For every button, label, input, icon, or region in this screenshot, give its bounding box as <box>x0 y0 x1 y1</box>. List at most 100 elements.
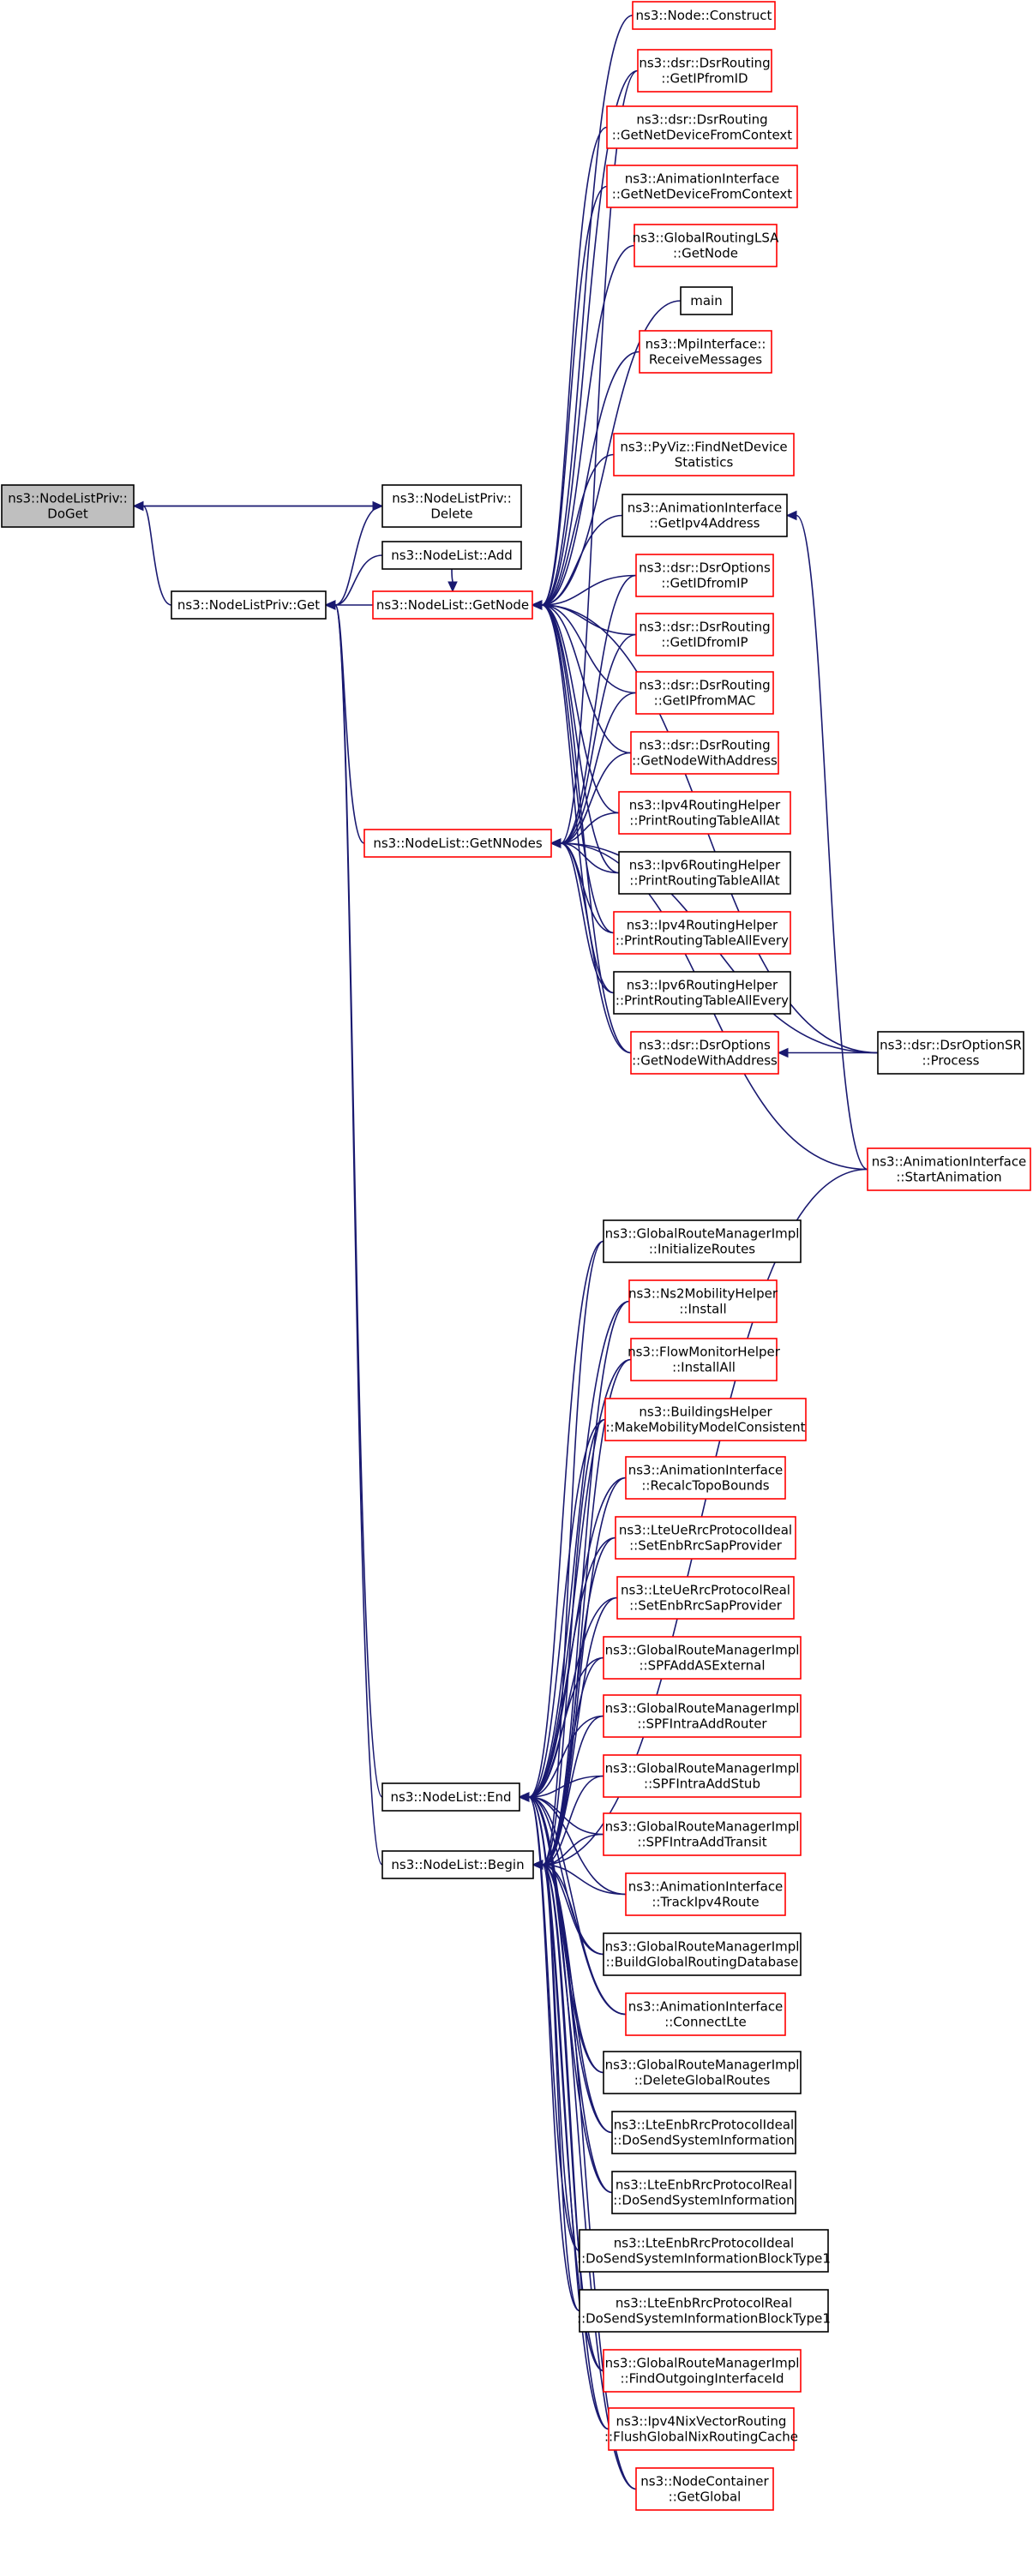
node-initroutes[interactable]: ns3::GlobalRouteManagerImpl::InitializeR… <box>603 1219 802 1263</box>
node-spfaddas[interactable]: ns3::GlobalRouteManagerImpl::SPFAddASExt… <box>603 1636 802 1680</box>
node-end[interactable]: ns3::NodeList::End <box>381 1782 520 1812</box>
node-ipv6_printevery[interactable]: ns3::Ipv6RoutingHelper::PrintRoutingTabl… <box>613 971 791 1015</box>
node-ue_real[interactable]: ns3::LteUeRrcProtocolReal::SetEnbRrcSapP… <box>616 1576 795 1620</box>
node-doget[interactable]: ns3::NodeListPriv::DoGet <box>1 484 135 528</box>
node-box-end[interactable] <box>381 1782 520 1812</box>
node-trackipv4[interactable]: ns3::AnimationInterface::TrackIpv4Route <box>625 1872 786 1916</box>
node-dsroptionsr[interactable]: ns3::dsr::DsrOptionSR::Process <box>877 1031 1024 1075</box>
node-getipfrommac[interactable]: ns3::dsr::DsrRouting::GetIPfromMAC <box>635 671 774 715</box>
node-connectlte[interactable]: ns3::AnimationInterface::ConnectLte <box>625 1992 786 2036</box>
node-enb_real_dosend[interactable]: ns3::LteEnbRrcProtocolReal::DoSendSystem… <box>611 2171 796 2214</box>
node-globalroutinglsa[interactable]: ns3::GlobalRoutingLSA::GetNode <box>633 224 779 267</box>
node-recalctopo[interactable]: ns3::AnimationInterface::RecalcTopoBound… <box>625 1456 786 1500</box>
node-getnnodes[interactable]: ns3::NodeList::GetNNodes <box>363 829 552 858</box>
node-box-ipv6_printevery[interactable] <box>613 971 791 1015</box>
node-box-spfintrastub[interactable] <box>603 1754 802 1798</box>
node-box-getnetdev_dsr[interactable] <box>606 105 798 149</box>
node-getnetdev_dsr[interactable]: ns3::dsr::DsrRouting::GetNetDeviceFromCo… <box>606 105 798 149</box>
node-opt_getnodewithaddr[interactable]: ns3::dsr::DsrOptions::GetNodeWithAddress <box>630 1031 779 1075</box>
node-begin[interactable]: ns3::NodeList::Begin <box>381 1850 534 1879</box>
node-box-enb_real_block[interactable] <box>579 2289 829 2333</box>
node-buildglobal[interactable]: ns3::GlobalRouteManagerImpl::BuildGlobal… <box>603 1932 802 1976</box>
node-ipv6_printall[interactable]: ns3::Ipv6RoutingHelper::PrintRoutingTabl… <box>618 851 791 895</box>
node-box-initroutes[interactable] <box>603 1219 802 1263</box>
node-box-getnnodes[interactable] <box>363 829 552 858</box>
node-box-ipv4_printevery[interactable] <box>613 911 791 955</box>
node-box-buildglobal[interactable] <box>603 1932 802 1976</box>
node-enb_real_block[interactable]: ns3::LteEnbRrcProtocolReal::DoSendSystem… <box>577 2289 831 2333</box>
node-box-ue_real[interactable] <box>616 1576 795 1620</box>
node-delete[interactable]: ns3::NodeListPriv::Delete <box>381 484 522 528</box>
node-box-deleteglobal[interactable] <box>603 2051 802 2094</box>
node-box-add[interactable] <box>381 541 522 570</box>
node-getnode[interactable]: ns3::NodeList::GetNode <box>372 590 533 620</box>
node-findoutgoing[interactable]: ns3::GlobalRouteManagerImpl::FindOutgoin… <box>603 2349 802 2393</box>
node-box-main[interactable] <box>680 286 733 315</box>
node-box-spfaddas[interactable] <box>603 1636 802 1680</box>
node-box-recalctopo[interactable] <box>625 1456 786 1500</box>
node-getipv4address[interactable]: ns3::AnimationInterface::GetIpv4Address <box>622 494 788 537</box>
node-box-rt_getidfromip[interactable] <box>635 613 774 656</box>
node-box-flowinstallall[interactable] <box>630 1338 778 1381</box>
node-box-globalroutinglsa[interactable] <box>634 224 778 267</box>
node-flowinstallall[interactable]: ns3::FlowMonitorHelper::InstallAll <box>628 1338 781 1381</box>
node-spfintrarouter[interactable]: ns3::GlobalRouteManagerImpl::SPFIntraAdd… <box>603 1694 802 1738</box>
node-getipfromid[interactable]: ns3::dsr::DsrRouting::GetIPfromID <box>637 49 772 93</box>
node-box-ipv6_printall[interactable] <box>618 851 791 895</box>
node-box-ns2install[interactable] <box>628 1279 778 1323</box>
node-getglobal[interactable]: ns3::NodeContainer::GetGlobal <box>635 2467 774 2511</box>
node-box-begin[interactable] <box>381 1850 534 1879</box>
node-box-rt_getnodewithaddr[interactable] <box>630 731 779 775</box>
node-box-getipv4address[interactable] <box>622 494 788 537</box>
node-box-enb_ideal_block[interactable] <box>579 2229 829 2273</box>
node-box-dsroptionsr[interactable] <box>877 1031 1024 1075</box>
node-box-spfintratransit[interactable] <box>603 1812 802 1856</box>
node-box-construct[interactable] <box>632 1 776 30</box>
node-ns2install[interactable]: ns3::Ns2MobilityHelper::Install <box>628 1279 778 1323</box>
node-box-delete[interactable] <box>381 484 522 528</box>
node-box-enb_real_dosend[interactable] <box>611 2171 796 2214</box>
node-opt_getidfromip[interactable]: ns3::dsr::DsrOptions::GetIDfromIP <box>635 554 774 597</box>
node-box-doget[interactable] <box>1 484 135 528</box>
node-rt_getidfromip[interactable]: ns3::dsr::DsrRouting::GetIDfromIP <box>635 613 774 656</box>
node-box-priv_get[interactable] <box>171 590 327 620</box>
node-enb_ideal_dosend[interactable]: ns3::LteEnbRrcProtocolIdeal::DoSendSyste… <box>611 2111 796 2154</box>
node-main[interactable]: main <box>680 286 733 315</box>
node-box-ue_ideal[interactable] <box>615 1516 796 1560</box>
node-buildingshelper[interactable]: ns3::BuildingsHelper::MakeMobilityModelC… <box>604 1398 807 1441</box>
node-rt_getnodewithaddr[interactable]: ns3::dsr::DsrRouting::GetNodeWithAddress <box>630 731 779 775</box>
node-spfintratransit[interactable]: ns3::GlobalRouteManagerImpl::SPFIntraAdd… <box>603 1812 802 1856</box>
node-getnetdev_anim[interactable]: ns3::AnimationInterface::GetNetDeviceFro… <box>606 165 798 208</box>
node-startanimation[interactable]: ns3::AnimationInterface::StartAnimation <box>867 1147 1031 1191</box>
node-box-opt_getnodewithaddr[interactable] <box>630 1031 779 1075</box>
node-ue_ideal[interactable]: ns3::LteUeRrcProtocolIdeal::SetEnbRrcSap… <box>615 1516 796 1560</box>
node-box-getipfromid[interactable] <box>637 49 772 93</box>
node-ipv4_printall[interactable]: ns3::Ipv4RoutingHelper::PrintRoutingTabl… <box>618 791 791 835</box>
node-box-connectlte[interactable] <box>625 1992 786 2036</box>
node-box-enb_ideal_dosend[interactable] <box>611 2111 796 2154</box>
node-deleteglobal[interactable]: ns3::GlobalRouteManagerImpl::DeleteGloba… <box>603 2051 802 2094</box>
node-box-startanimation[interactable] <box>867 1147 1031 1191</box>
node-box-flushnix[interactable] <box>608 2407 795 2451</box>
node-flushnix[interactable]: ns3::Ipv4NixVectorRouting::FlushGlobalNi… <box>604 2407 798 2451</box>
node-box-trackipv4[interactable] <box>625 1872 786 1916</box>
node-box-pyviz[interactable] <box>613 433 795 476</box>
node-box-ipv4_printall[interactable] <box>618 791 791 835</box>
node-add[interactable]: ns3::NodeList::Add <box>381 541 522 570</box>
node-construct[interactable]: ns3::Node::Construct <box>632 1 776 30</box>
node-box-getipfrommac[interactable] <box>635 671 774 715</box>
node-box-buildingshelper[interactable] <box>604 1398 807 1441</box>
node-mpireceive[interactable]: ns3::MpiInterface::ReceiveMessages <box>639 330 772 374</box>
node-enb_ideal_block[interactable]: ns3::LteEnbRrcProtocolIdeal::DoSendSyste… <box>577 2229 831 2273</box>
node-spfintrastub[interactable]: ns3::GlobalRouteManagerImpl::SPFIntraAdd… <box>603 1754 802 1798</box>
node-priv_get[interactable]: ns3::NodeListPriv::Get <box>171 590 327 620</box>
node-box-opt_getidfromip[interactable] <box>635 554 774 597</box>
node-box-findoutgoing[interactable] <box>603 2349 802 2393</box>
node-box-mpireceive[interactable] <box>639 330 772 374</box>
node-box-getnetdev_anim[interactable] <box>606 165 798 208</box>
node-ipv4_printevery[interactable]: ns3::Ipv4RoutingHelper::PrintRoutingTabl… <box>613 911 791 955</box>
node-box-getglobal[interactable] <box>635 2467 774 2511</box>
node-box-spfintrarouter[interactable] <box>603 1694 802 1738</box>
node-box-getnode[interactable] <box>372 590 533 620</box>
